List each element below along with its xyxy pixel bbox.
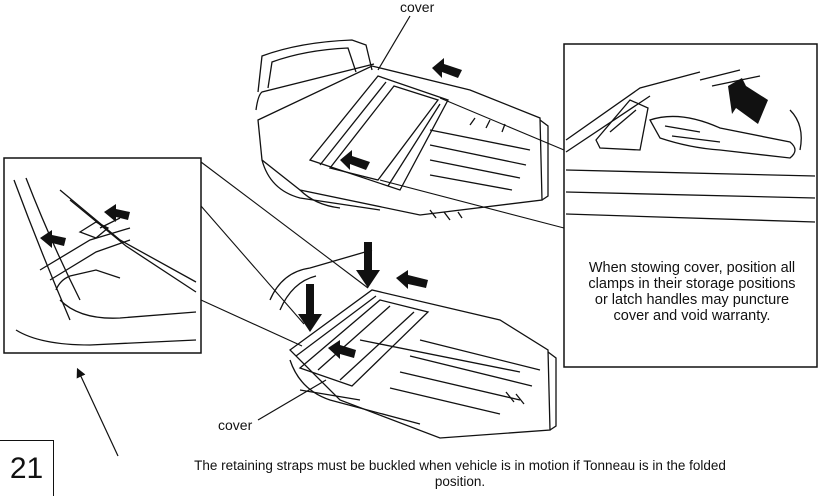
- top-truck-drawing: [255, 39, 549, 221]
- left-box-leader-lines: [200, 161, 369, 347]
- cover-label-bottom: cover: [218, 417, 253, 433]
- strap-motion-arrows: [40, 204, 130, 248]
- cover-bottom-leader: [257, 379, 327, 421]
- top-motion-arrows: [340, 58, 462, 170]
- stowing-warning-line-3: or latch handles may puncture: [594, 292, 790, 308]
- bottom-truck-drawing: [269, 249, 557, 439]
- retaining-straps-line-2: position.: [434, 474, 486, 489]
- callout-leader-lines: [379, 97, 565, 229]
- retaining-straps-note: The retaining straps must be buckled whe…: [110, 458, 810, 490]
- cover-top-leader: [377, 15, 411, 71]
- footer-note-arrow: [76, 367, 119, 457]
- retaining-straps-line-1: The retaining straps must be buckled whe…: [194, 458, 726, 473]
- stowing-warning-line-4: cover and void warranty.: [613, 308, 771, 324]
- stowing-warning-note: When stowing cover, position all clamps …: [566, 260, 818, 324]
- clamp-callout-box: [563, 43, 818, 368]
- clamp-detail-drawing: [565, 69, 816, 223]
- strap-detail-box: [3, 157, 202, 354]
- page-number: 21: [0, 440, 54, 496]
- stowing-warning-line-1: When stowing cover, position all: [588, 260, 796, 276]
- cover-label-top: cover: [400, 0, 435, 15]
- bottom-motion-arrows: [298, 242, 428, 359]
- stowing-warning-line-2: clamps in their storage positions: [588, 276, 796, 292]
- callout-motion-arrows: [728, 78, 768, 124]
